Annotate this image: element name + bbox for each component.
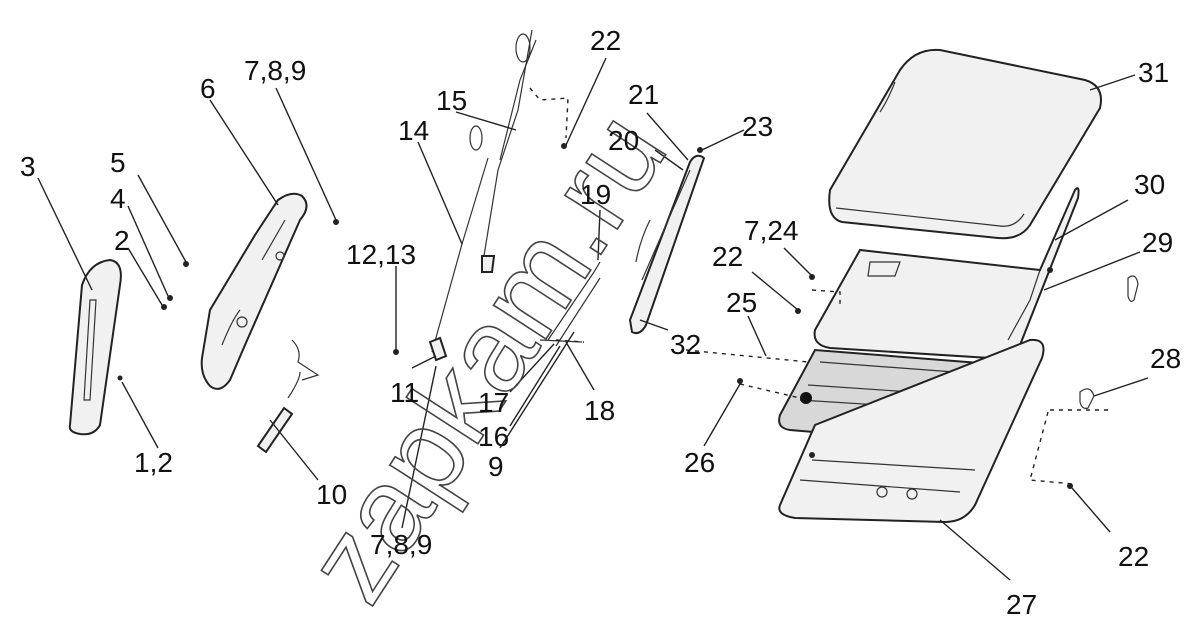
- label-part-31: 31: [1138, 57, 1169, 88]
- label-part-16: 16: [478, 421, 509, 452]
- label-part-30: 30: [1134, 169, 1165, 200]
- part-20-21-32-backrest-bar: [628, 154, 706, 335]
- label-part-4: 4: [110, 183, 126, 214]
- label-part-15: 15: [436, 85, 467, 116]
- part-27-seat-base: [778, 338, 1045, 524]
- label-part-23: 23: [742, 111, 773, 142]
- fasteners: [117, 143, 1073, 489]
- label-part-20: 20: [608, 125, 639, 156]
- part-3-side-trim: [68, 258, 122, 436]
- label-part-28: 28: [1150, 343, 1181, 374]
- part-31-seat-cushion: [828, 48, 1102, 240]
- part-28-29-clips: [1079, 275, 1139, 409]
- watermark-text: zapkam.ru: [281, 90, 692, 624]
- label-part-29: 29: [1142, 227, 1173, 258]
- label-part-19: 19: [580, 179, 611, 210]
- label-part-26: 26: [684, 447, 715, 478]
- label-part-21: 21: [628, 79, 659, 110]
- label-part-5: 5: [110, 147, 126, 178]
- label-part-2: 2: [114, 225, 130, 256]
- label-part-25: 25: [726, 287, 757, 318]
- label-part-32: 32: [670, 329, 701, 360]
- label-part-22-mid: 22: [712, 241, 743, 272]
- label-part-9: 9: [488, 451, 504, 482]
- label-part-18: 18: [584, 395, 615, 426]
- label-part-7-8-9-top: 7,8,9: [244, 55, 306, 86]
- leader-lines: [37, 57, 1149, 581]
- watermark: zapkam.ru: [280, 89, 692, 625]
- guide-lines: [529, 87, 1108, 485]
- label-part-11: 11: [390, 377, 419, 408]
- part-10-gas-spring: [256, 339, 320, 454]
- label-part-1-2: 1,2: [134, 447, 173, 478]
- label-part-7-24: 7,24: [744, 215, 799, 246]
- label-part-27: 27: [1006, 589, 1037, 620]
- label-part-14: 14: [398, 115, 429, 146]
- label-part-12-13: 12,13: [346, 239, 416, 270]
- label-part-22-top: 22: [590, 25, 621, 56]
- label-part-17: 17: [478, 387, 509, 418]
- part-6-side-bracket: [200, 192, 308, 390]
- part-labels: 3 5 4 2 1,2 6 7,8,9 12,13 14 15 22 21 23…: [20, 25, 1181, 620]
- label-part-10: 10: [316, 479, 347, 510]
- label-part-6: 6: [200, 73, 216, 104]
- label-part-3: 3: [20, 151, 36, 182]
- label-part-7-8-9-bottom: 7,8,9: [370, 529, 432, 560]
- label-part-22-right: 22: [1118, 541, 1149, 572]
